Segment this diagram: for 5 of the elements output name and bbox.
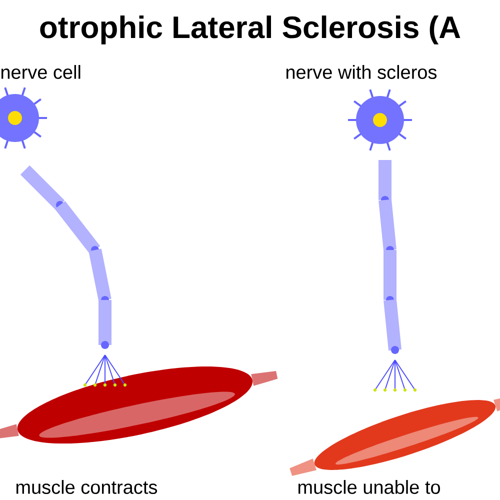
panel-label: nerve with scleros: [286, 65, 437, 79]
panel-label: muscle contracts: [16, 480, 158, 494]
panel-label: muscle unable to: [298, 480, 440, 494]
panel-label: nerve cell: [1, 65, 80, 79]
title: otrophic Lateral Sclerosis (A: [40, 16, 460, 44]
